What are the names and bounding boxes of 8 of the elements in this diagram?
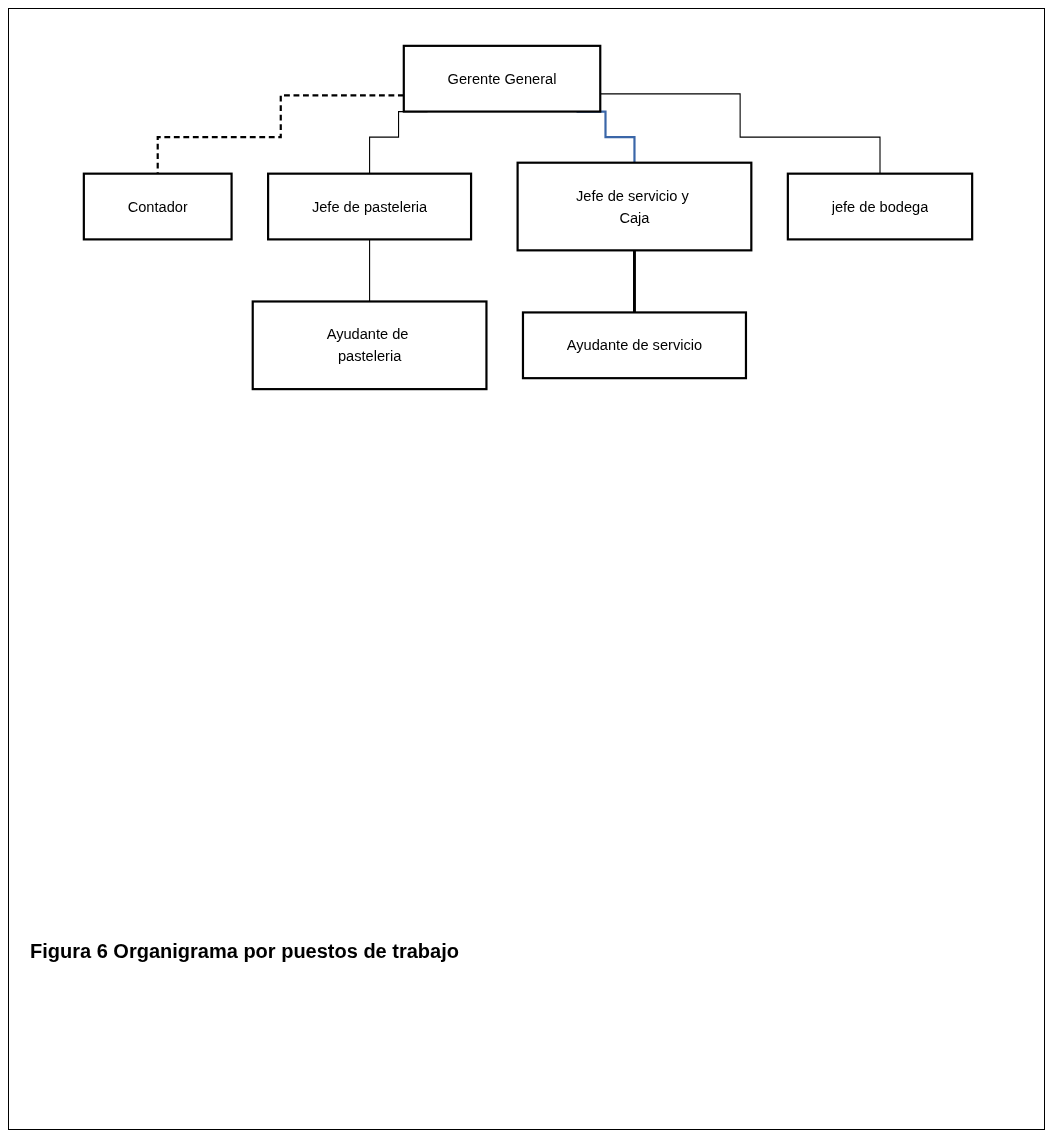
figure-caption: Figura 6 Organigrama por puestos de trabajo <box>30 940 459 963</box>
node-box: Gerente General <box>402 44 601 113</box>
node-box: Jefe de pasteleria <box>266 172 472 241</box>
node-box: jefe de bodega <box>786 172 973 241</box>
node-box: Jefe de servicio y Caja <box>516 161 752 252</box>
node-box: Ayudante de servicio <box>521 311 747 380</box>
node-box: Contador <box>82 172 233 241</box>
node-box: Ayudante de pasteleria <box>251 300 488 391</box>
